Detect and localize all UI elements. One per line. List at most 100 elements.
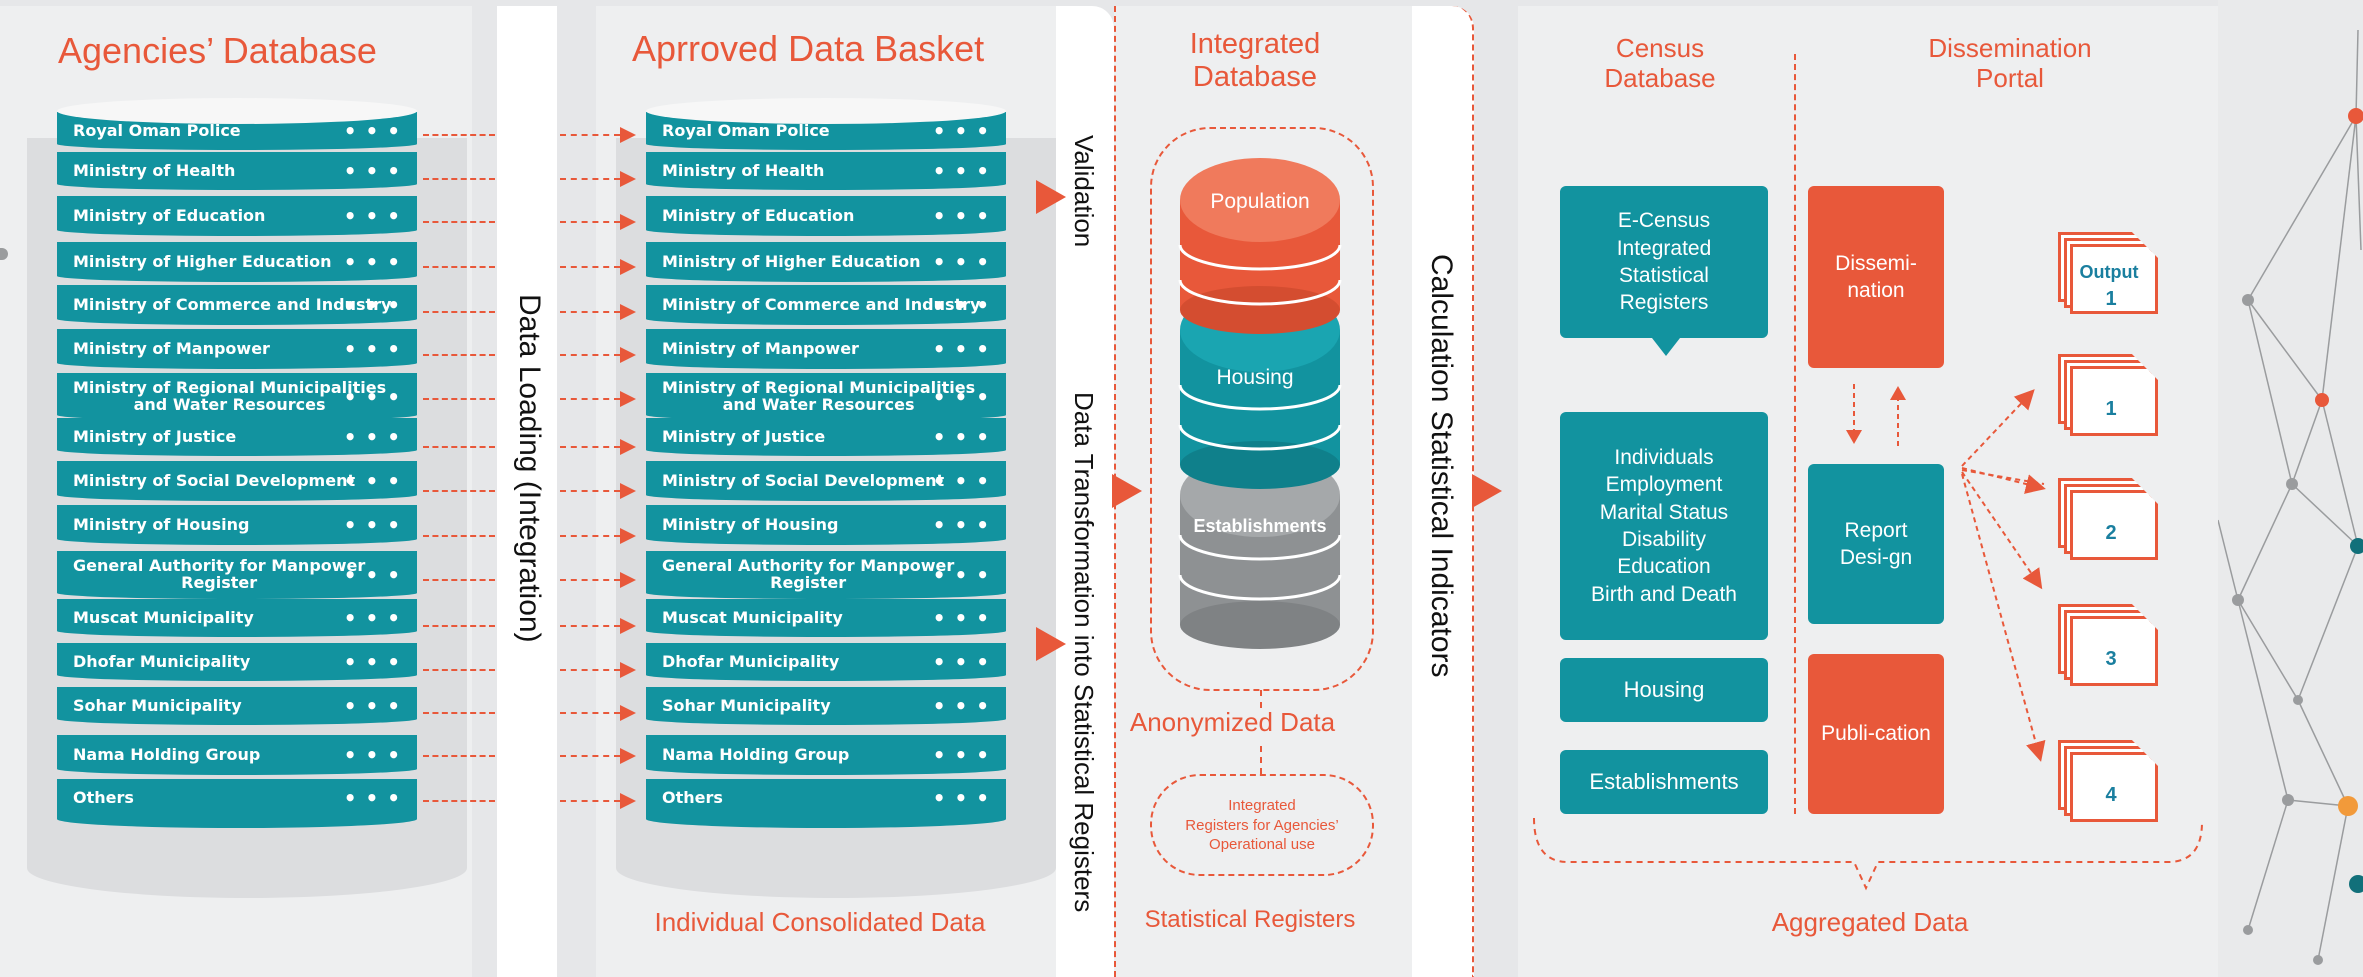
basket-row-dots: • • •	[932, 159, 990, 183]
loading-arrow-line-right	[560, 311, 620, 313]
aggregated-brace	[1533, 817, 2203, 891]
output-arrows	[1961, 389, 2046, 762]
left-edge-dot	[0, 248, 8, 260]
basket-row-dots: • • •	[932, 425, 990, 449]
individuals-box: Individuals Employment Marital Status Di…	[1560, 412, 1768, 640]
census-establishments-box: Establishments	[1560, 750, 1768, 814]
agency-row-label: Dhofar Municipality	[73, 651, 251, 671]
loading-arrow-line-right	[560, 712, 620, 714]
loading-arrow-head	[620, 572, 636, 588]
census-divider	[1794, 54, 1796, 814]
agency-row-label: Ministry of Regional Municipalities and …	[73, 378, 387, 414]
agency-row-dots: • • •	[343, 743, 401, 767]
agency-row: General Authority for Manpower Register•…	[57, 551, 417, 599]
agency-row-label: Ministry of Justice	[73, 426, 237, 446]
loading-arrow-line-right	[560, 669, 620, 671]
basket-row-dots: • • •	[932, 250, 990, 274]
loading-arrow-line-left	[423, 354, 495, 356]
basket-row: Ministry of Regional Municipalities and …	[646, 373, 1006, 421]
validation-label: Validation	[1069, 135, 1099, 248]
basket-row-dots: • • •	[932, 204, 990, 228]
operational-use-text: Integrated Registers for Agencies’ Opera…	[1185, 797, 1339, 853]
output-number: 1	[2105, 288, 2117, 310]
agency-row-dots: • • •	[343, 204, 401, 228]
loading-arrow-line-right	[560, 490, 620, 492]
loading-arrow-head	[620, 793, 636, 809]
basket-row: Dhofar Municipality• • •	[646, 643, 1006, 681]
basket-row-label: Nama Holding Group	[662, 744, 850, 764]
agency-row-label: Sohar Municipality	[73, 695, 242, 715]
census-housing-box: Housing	[1560, 658, 1768, 722]
agency-row: Ministry of Justice• • •	[57, 418, 417, 456]
publication-box: Publi-cation	[1808, 654, 1944, 814]
basket-cylinder-bottom	[646, 810, 1006, 828]
agency-row: Muscat Municipality• • •	[57, 599, 417, 637]
basket-row: Ministry of Social Development• • •	[646, 461, 1006, 501]
population-cylinder	[1178, 158, 1342, 334]
basket-row-label: Muscat Municipality	[662, 607, 843, 627]
basket-row: Ministry of Higher Education • • •	[646, 242, 1006, 282]
anonymized-data-label: Anonymized Data	[1129, 707, 1336, 737]
loading-arrow-line-left	[423, 266, 495, 268]
ecensus-box: E-Census Integrated Statistical Register…	[1560, 186, 1768, 338]
loading-arrow-head	[620, 528, 636, 544]
basket-row: Ministry of Health• • •	[646, 152, 1006, 190]
loading-arrow-line-left	[423, 134, 495, 136]
basket-row-dots: • • •	[932, 606, 990, 630]
loading-arrow-line-left	[423, 535, 495, 537]
output-document: 3	[2058, 604, 2158, 686]
housing-cylinder	[1178, 288, 1342, 489]
basket-row-label: Dhofar Municipality	[662, 651, 840, 671]
basket-row-label: Sohar Municipality	[662, 695, 831, 715]
output-caption: Output	[2079, 262, 2139, 282]
agency-cylinder-bottom	[57, 810, 417, 828]
agency-row-dots: • • •	[343, 694, 401, 718]
agency-row-dots: • • •	[343, 513, 401, 537]
data-transformation-label: Data Transformation into Statistical Reg…	[1069, 392, 1099, 913]
calculation-label: Calculation Statistical Indicators	[1425, 254, 1458, 678]
agency-row-dots: • • •	[343, 469, 401, 493]
loading-arrow-line-right	[560, 446, 620, 448]
basket-row: Nama Holding Group• • •	[646, 735, 1006, 775]
agency-row: Ministry of Commerce and Industry• • •	[57, 285, 417, 325]
approved-basket-title: Aprroved Data Basket	[632, 28, 985, 69]
loading-arrow-head	[620, 748, 636, 764]
basket-row: Ministry of Education• • •	[646, 196, 1006, 236]
basket-row-label: Ministry of Higher Education	[662, 251, 921, 271]
agency-row: Ministry of Manpower• • •	[57, 329, 417, 369]
loading-arrow-line-right	[560, 535, 620, 537]
output-number: 4	[2105, 784, 2117, 806]
agency-row-label: Ministry of Manpower	[73, 338, 270, 358]
report-design-box: Report Desi-gn	[1808, 464, 1944, 624]
basket-row-dots: • • •	[932, 385, 990, 409]
loading-arrow-head	[620, 483, 636, 499]
basket-row-label: Ministry of Commerce and Industry	[662, 294, 981, 314]
output-page	[2070, 490, 2158, 560]
agency-row: Ministry of Social Development• • •	[57, 461, 417, 501]
output-page	[2070, 244, 2158, 314]
data-loading-strip	[497, 6, 557, 977]
basket-row-dots: • • •	[932, 513, 990, 537]
agency-row-label: Ministry of Housing	[73, 514, 250, 534]
agency-row-label: Ministry of Higher Education	[73, 251, 332, 271]
basket-cylinder-top	[646, 98, 1006, 124]
agency-row-dots: • • •	[343, 606, 401, 630]
agency-row: Ministry of Health• • •	[57, 152, 417, 190]
integrated-db-stack	[1178, 158, 1342, 649]
agency-row-label: General Authority for Manpower Register	[73, 556, 366, 592]
loading-arrow-head	[620, 439, 636, 455]
loading-arrow-line-right	[560, 178, 620, 180]
loading-arrow-line-left	[423, 398, 495, 400]
output-number: 2	[2105, 522, 2117, 544]
operational-use-bubble	[1150, 774, 1374, 876]
basket-row-label: Ministry of Regional Municipalities and …	[662, 378, 976, 414]
loading-arrow-line-left	[423, 755, 495, 757]
loading-arrow-line-right	[560, 579, 620, 581]
output-page	[2070, 752, 2158, 822]
basket-row-label: Ministry of Housing	[662, 514, 839, 534]
loading-arrow-line-right	[560, 354, 620, 356]
agency-row-label: Ministry of Education	[73, 205, 266, 225]
loading-arrow-line-left	[423, 490, 495, 492]
loading-arrow-line-left	[423, 579, 495, 581]
agencies-database-cylinder: Royal Oman Police• • •Ministry of Health…	[27, 98, 467, 898]
